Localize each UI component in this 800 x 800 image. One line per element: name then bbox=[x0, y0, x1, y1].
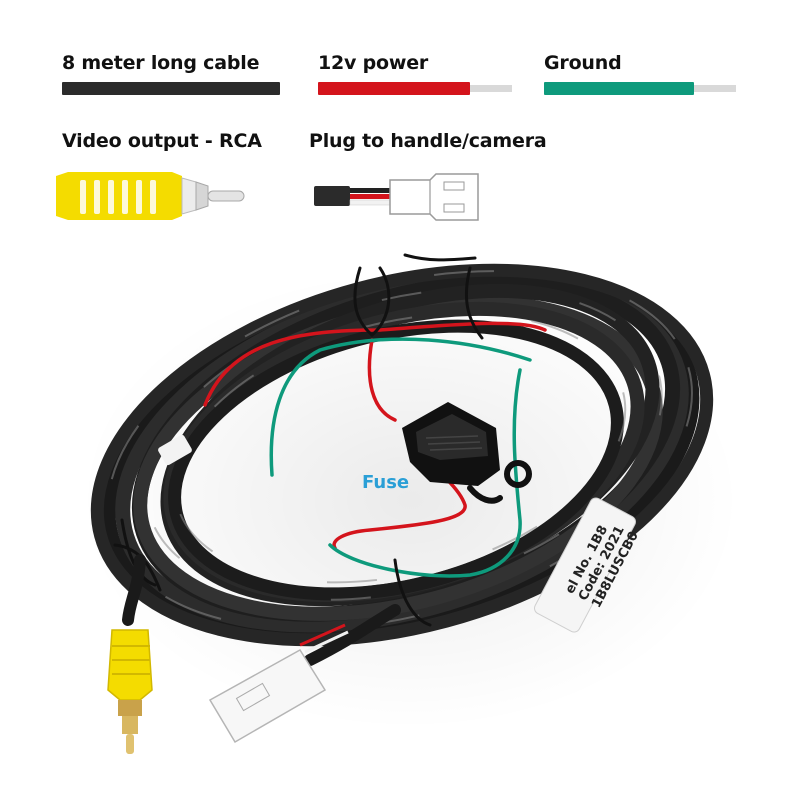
fuse-label: Fuse bbox=[362, 472, 410, 493]
photo-white-plug-icon bbox=[208, 604, 401, 744]
power-swatch-wire-tip bbox=[470, 85, 512, 92]
plug-legend-label: Plug to handle/camera bbox=[309, 130, 547, 152]
ground-swatch-wire-tip bbox=[694, 85, 736, 92]
power-legend-label: 12v power bbox=[318, 52, 429, 74]
power-swatch-insulation bbox=[318, 82, 470, 95]
cable-white-tag bbox=[158, 434, 192, 466]
power-swatch bbox=[318, 82, 512, 95]
photo-rca-connector-icon bbox=[107, 554, 153, 754]
cable-legend-label: 8 meter long cable bbox=[62, 52, 260, 74]
ground-legend-label: Ground bbox=[544, 52, 622, 74]
cable-swatch-bar bbox=[62, 82, 280, 95]
rca-plug-icon bbox=[56, 172, 245, 220]
green-ground-wire bbox=[269, 337, 532, 578]
connector-plug-icon bbox=[314, 173, 479, 221]
ground-swatch-insulation bbox=[544, 82, 694, 95]
label-sleeve bbox=[534, 497, 636, 633]
cable-swatch bbox=[62, 82, 280, 95]
fuse-holder-icon bbox=[402, 402, 532, 504]
video-legend-label: Video output - RCA bbox=[62, 130, 262, 152]
ground-swatch bbox=[544, 82, 736, 95]
